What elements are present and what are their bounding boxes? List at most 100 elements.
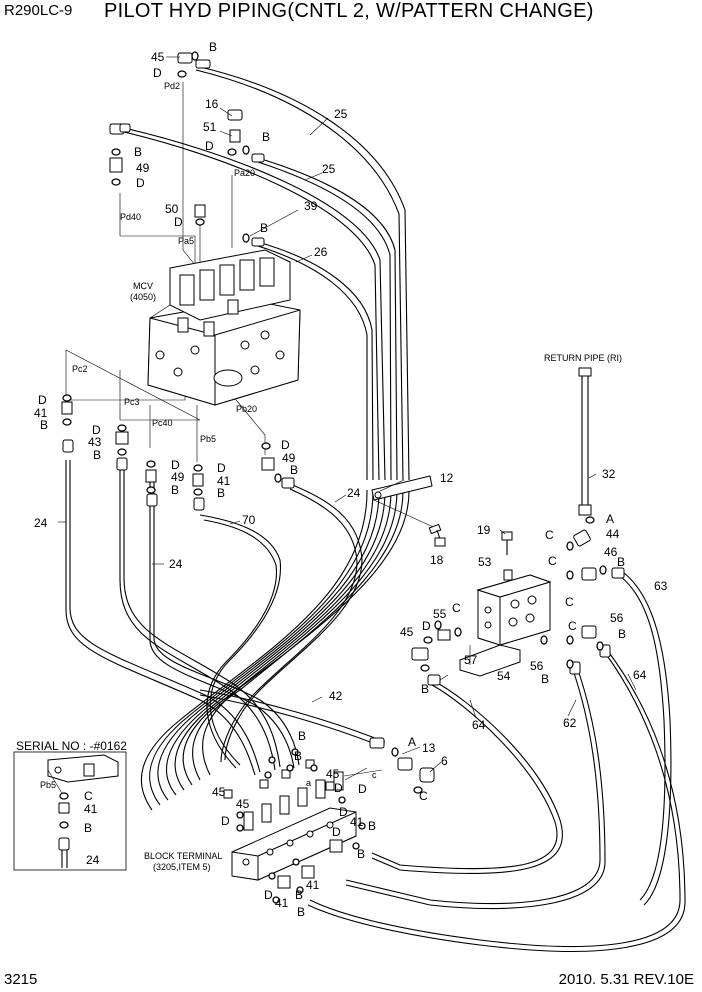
hose-clamp-12	[371, 475, 441, 531]
serial-number-note: SERIAL NO : -#0162	[16, 739, 127, 753]
callout-45: 45	[236, 797, 250, 811]
callout-d: D	[422, 619, 431, 633]
callout-41: 41	[306, 878, 320, 892]
inset-callout-c: C	[84, 789, 93, 803]
callout-leaders	[58, 56, 637, 781]
hose-25-lower	[257, 157, 398, 481]
hose-bundle-lower	[140, 489, 410, 811]
callout-c: C	[565, 595, 574, 609]
callout-39: 39	[304, 199, 318, 213]
callout-57: 57	[464, 653, 478, 667]
callout-25: 25	[334, 107, 348, 121]
callout-b: B	[421, 682, 429, 696]
hose-end-ferrules	[62, 59, 625, 749]
port-pc3: Pc3	[124, 397, 140, 407]
callout-49: 49	[282, 451, 296, 465]
callout-b: B	[209, 40, 217, 54]
port-pa20: Pa20	[234, 168, 255, 178]
callout-45: 45	[212, 785, 226, 799]
callout-d: D	[217, 461, 226, 475]
callout-c: C	[568, 619, 577, 633]
callout-b: B	[290, 463, 298, 477]
mcv-label: MCV	[133, 281, 153, 291]
hose-64-b	[307, 649, 686, 952]
callout-d: D	[358, 782, 367, 796]
callout-62: 62	[563, 716, 577, 730]
callout-b: B	[297, 905, 305, 919]
callout-b: B	[357, 847, 365, 861]
callout-b: B	[298, 729, 306, 743]
callout-b: B	[617, 555, 625, 569]
callout-d: D	[38, 393, 47, 407]
callout-41: 41	[275, 896, 289, 910]
callout-45: 45	[151, 50, 165, 64]
callout-d: D	[264, 888, 273, 902]
port-pd40: Pd40	[120, 212, 141, 222]
callout-d: D	[221, 814, 230, 828]
port-a: a	[306, 778, 311, 788]
port-pc40: Pc40	[152, 418, 173, 428]
callout-b: B	[260, 221, 268, 235]
callout-c: C	[548, 554, 557, 568]
o-rings	[62, 51, 607, 904]
fittings	[61, 52, 597, 889]
model-number: R290LC-9	[4, 2, 73, 19]
callout-49: 49	[171, 470, 185, 484]
callout-24: 24	[347, 486, 361, 500]
callout-d: D	[339, 805, 348, 819]
callout-a: A	[408, 735, 416, 749]
bolt-18	[428, 523, 446, 547]
callout-a: A	[606, 512, 614, 526]
hose-63	[619, 572, 672, 906]
port-c: c	[372, 770, 377, 780]
callout-51: 51	[203, 120, 217, 134]
callout-53: 53	[478, 555, 492, 569]
callout-d: D	[136, 176, 145, 190]
callout-13: 13	[422, 741, 436, 755]
hose-64-a	[371, 679, 563, 874]
callout-d: D	[205, 139, 214, 153]
callout-d: D	[281, 438, 290, 452]
callout-45: 45	[400, 625, 414, 639]
callout-43: 43	[88, 435, 102, 449]
callout-64: 64	[633, 668, 647, 682]
callout-63: 63	[654, 579, 668, 593]
callout-d: D	[92, 423, 101, 437]
port-pc2: Pc2	[72, 364, 88, 374]
block-terminal-item: (3205,ITEM 5)	[153, 862, 211, 872]
callout-b: B	[93, 448, 101, 462]
callout-45: 45	[326, 767, 340, 781]
page-number: 3215	[4, 971, 38, 988]
block-terminal-label: BLOCK TERMINAL	[144, 851, 222, 861]
callout-b: B	[40, 418, 48, 432]
inset-port-pb5: Pb5	[40, 780, 56, 790]
bolt-19	[501, 531, 513, 555]
callout-42: 42	[329, 689, 343, 703]
callout-d: D	[174, 215, 183, 229]
port-pb5: Pb5	[200, 434, 216, 444]
callout-labels: 45 D B Pd2 25 16 51 D B Pa20 25 B 49 D P…	[16, 40, 668, 919]
callout-b: B	[368, 819, 376, 833]
callout-70: 70	[242, 513, 256, 527]
block-terminal	[231, 771, 357, 881]
callout-b: B	[262, 130, 270, 144]
callout-50: 50	[165, 202, 179, 216]
bracket-54	[459, 644, 521, 677]
callout-56: 56	[530, 659, 544, 673]
callout-25: 25	[322, 162, 336, 176]
callout-6: 6	[441, 754, 448, 768]
callout-44: 44	[606, 527, 620, 541]
return-pipe-32	[578, 367, 592, 516]
valve-block-53	[476, 569, 552, 646]
hose-62	[345, 669, 606, 910]
revision-date: 2010. 5.31 REV.10E	[558, 971, 694, 988]
hose-24-from-pb20	[220, 483, 363, 763]
callout-d: D	[332, 825, 341, 839]
hose-39	[123, 127, 386, 481]
callout-c: C	[419, 789, 428, 803]
callout-16: 16	[205, 97, 219, 111]
callout-b: B	[295, 888, 303, 902]
page-title: PILOT HYD PIPING(CNTL 2, W/PATTERN CHANG…	[104, 0, 594, 22]
callout-56: 56	[610, 611, 624, 625]
callout-b: B	[618, 627, 626, 641]
